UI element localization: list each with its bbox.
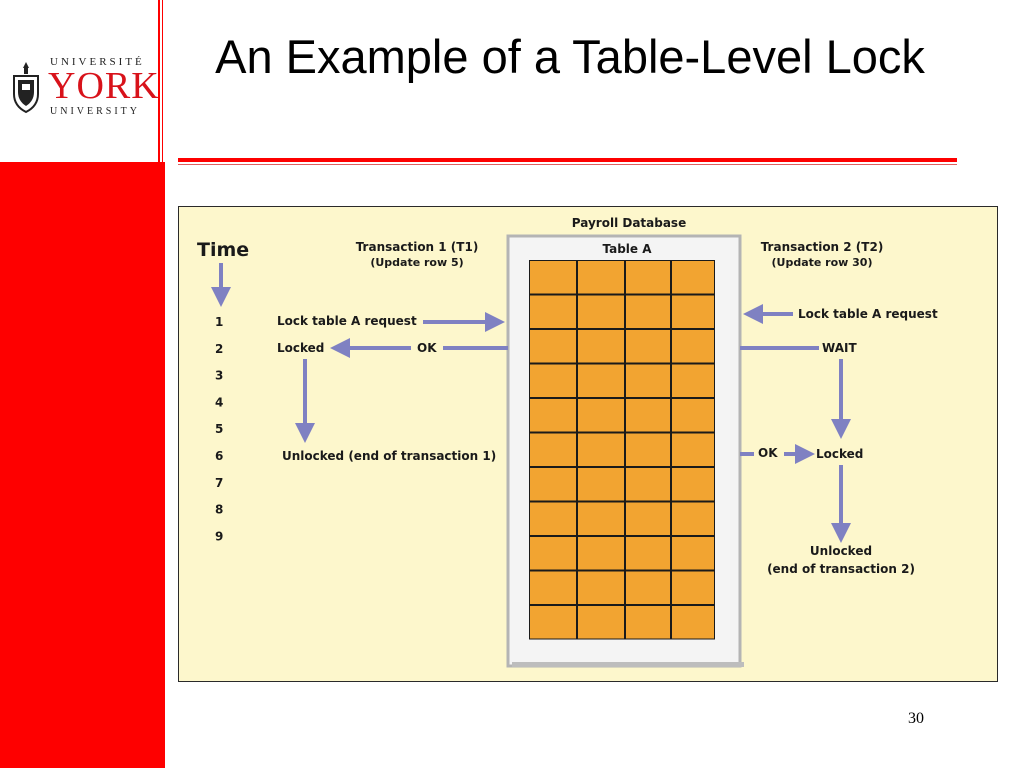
logo-divider-thin bbox=[162, 0, 163, 162]
t2-subtitle: (Update row 30) bbox=[772, 256, 873, 269]
table-a-cell bbox=[626, 537, 670, 570]
table-a-cell bbox=[530, 537, 576, 570]
table-a-cell bbox=[672, 295, 714, 328]
table-a-cell bbox=[530, 364, 576, 397]
table-a-cell bbox=[626, 433, 670, 466]
t2-title: Transaction 2 (T2) bbox=[761, 240, 884, 254]
logo-divider bbox=[158, 0, 160, 162]
table-a-cell bbox=[578, 399, 624, 432]
table-a-cell bbox=[672, 537, 714, 570]
table-a-cell bbox=[672, 330, 714, 363]
title-underline-thin bbox=[178, 164, 957, 165]
slide-title: An Example of a Table-Level Lock bbox=[215, 30, 925, 83]
table-a-cell bbox=[578, 606, 624, 639]
york-university-logo: UNIVERSITÉ YORK UNIVERSITY bbox=[8, 52, 159, 122]
database-frame-shadow bbox=[512, 662, 744, 667]
table-a-cell bbox=[672, 606, 714, 639]
left-red-band bbox=[0, 162, 165, 768]
t1-ok-label: OK bbox=[417, 341, 437, 355]
time-step-label: 9 bbox=[215, 529, 223, 543]
time-step-label: 4 bbox=[215, 395, 223, 409]
time-step-label: 5 bbox=[215, 422, 223, 436]
table-a-cell bbox=[578, 433, 624, 466]
time-step-label: 2 bbox=[215, 342, 223, 356]
time-step-label: 7 bbox=[215, 476, 223, 490]
time-step-label: 8 bbox=[215, 503, 223, 517]
t1-request-label: Lock table A request bbox=[277, 314, 417, 328]
table-a-cell bbox=[530, 261, 576, 294]
table-a-cell bbox=[672, 571, 714, 604]
time-step-label: 6 bbox=[215, 449, 223, 463]
table-a-cell bbox=[626, 399, 670, 432]
t1-locked-label: Locked bbox=[277, 341, 324, 355]
t2-wait-label: WAIT bbox=[822, 341, 857, 355]
t2-unlocked-label: Unlocked bbox=[810, 544, 872, 558]
table-a-cell bbox=[672, 502, 714, 535]
logo-text-universite: UNIVERSITÉ bbox=[50, 56, 145, 68]
t1-unlocked-label: Unlocked (end of transaction 1) bbox=[282, 449, 496, 463]
table-a-grid bbox=[529, 260, 715, 640]
table-a-cell bbox=[578, 330, 624, 363]
title-underline bbox=[178, 158, 957, 162]
table-a-cell bbox=[672, 364, 714, 397]
table-a-cell bbox=[578, 537, 624, 570]
table-a-cell bbox=[530, 399, 576, 432]
table-a-cell bbox=[672, 468, 714, 501]
t2-ok-label: OK bbox=[758, 446, 778, 460]
table-a-cell bbox=[578, 364, 624, 397]
t1-subtitle: (Update row 5) bbox=[370, 256, 463, 269]
table-a-cell bbox=[578, 468, 624, 501]
page-number: 30 bbox=[908, 710, 924, 727]
table-a-cell bbox=[626, 468, 670, 501]
table-a-cell bbox=[626, 295, 670, 328]
table-a-cell bbox=[626, 364, 670, 397]
table-a-cell bbox=[530, 433, 576, 466]
time-step-label: 3 bbox=[215, 369, 223, 383]
t1-title: Transaction 1 (T1) bbox=[356, 240, 479, 254]
table-a-cell bbox=[530, 571, 576, 604]
time-label: Time bbox=[197, 239, 249, 261]
table-a-cell bbox=[626, 606, 670, 639]
table-a-cell bbox=[578, 261, 624, 294]
database-label: Payroll Database bbox=[572, 216, 686, 230]
t2-unlocked-sublabel: (end of transaction 2) bbox=[767, 562, 915, 576]
table-a-cell bbox=[530, 606, 576, 639]
table-a-cell bbox=[672, 261, 714, 294]
table-a-cell bbox=[626, 330, 670, 363]
table-a-cell bbox=[578, 295, 624, 328]
table-a-cell bbox=[530, 295, 576, 328]
york-crest-icon bbox=[13, 62, 39, 114]
table-a-cell bbox=[672, 433, 714, 466]
table-label: Table A bbox=[602, 242, 652, 256]
time-steps: 1 2 3 4 5 6 7 8 9 bbox=[215, 315, 223, 543]
table-a-cell bbox=[530, 330, 576, 363]
table-a-cell bbox=[530, 502, 576, 535]
t2-request-label: Lock table A request bbox=[798, 307, 938, 321]
table-a-cell bbox=[672, 399, 714, 432]
table-a-cell bbox=[530, 468, 576, 501]
table-a-cell bbox=[626, 261, 670, 294]
logo-text-york: YORK bbox=[48, 65, 160, 107]
diagram-canvas: Payroll Database Table A Time 123456789 … bbox=[197, 216, 938, 668]
logo-text-university: UNIVERSITY bbox=[50, 106, 140, 117]
t2-locked-label: Locked bbox=[816, 447, 863, 461]
table-a-cell bbox=[578, 571, 624, 604]
table-a-cell bbox=[578, 502, 624, 535]
table-a-cell bbox=[626, 571, 670, 604]
time-step-label: 1 bbox=[215, 315, 223, 329]
table-a-cell bbox=[626, 502, 670, 535]
